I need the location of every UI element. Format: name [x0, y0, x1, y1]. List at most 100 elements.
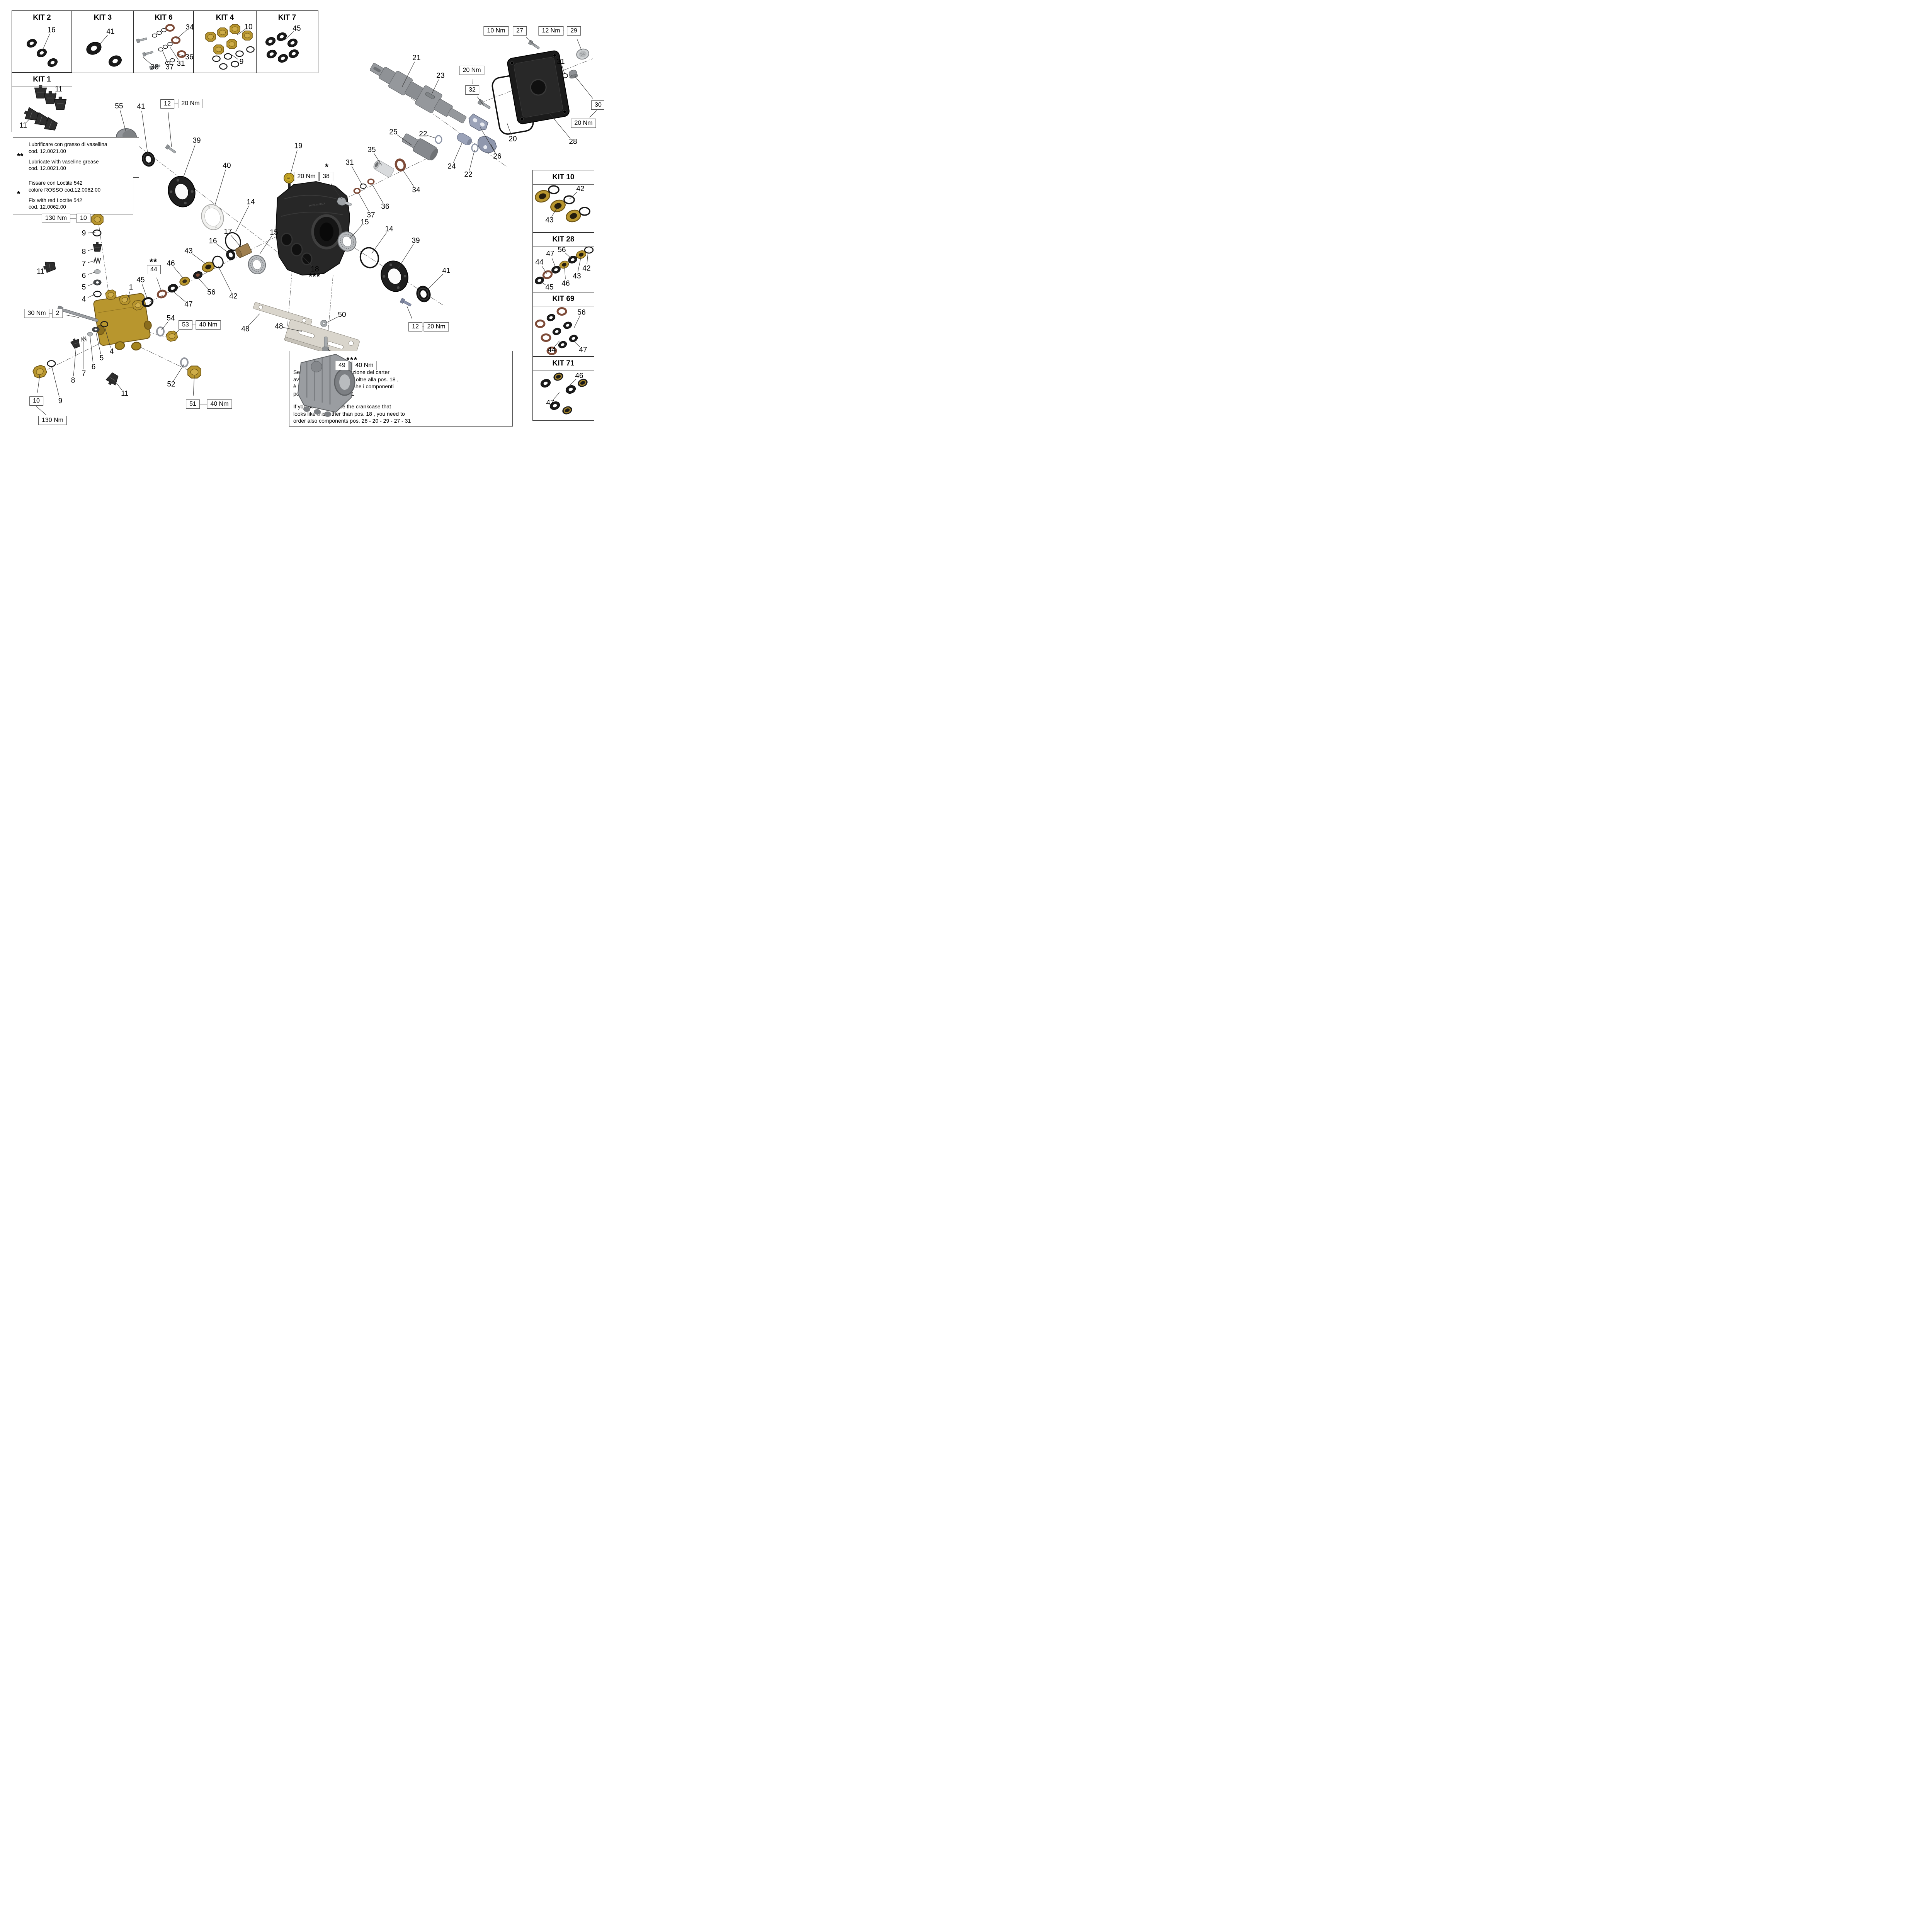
- seal-41-left: [139, 150, 157, 169]
- torque-label: 40 Nm: [196, 320, 221, 330]
- kit-title: KIT 6: [134, 11, 194, 25]
- note-line: Fissare con Loctite 542: [29, 180, 83, 186]
- part-number-label: 56: [207, 288, 216, 297]
- part-number-label: 7: [82, 369, 86, 378]
- kit-box-kit-6: KIT 6: [133, 10, 194, 73]
- seal-56: [193, 271, 203, 279]
- part-number-label: 24: [447, 162, 456, 171]
- part-number-label: 28: [569, 138, 577, 146]
- ring-44: [157, 289, 167, 299]
- part-number-label: 46: [575, 372, 583, 380]
- part-number-label: 22: [464, 170, 473, 179]
- part-number-label: 47: [579, 346, 587, 354]
- part-number-label: 6: [91, 363, 96, 371]
- part-number-label: 9: [239, 58, 244, 66]
- part-number-label: 38: [150, 63, 159, 71]
- torque-label: 10 Nm: [483, 26, 509, 36]
- kit-title: KIT 4: [194, 11, 256, 25]
- part-number-label: 37: [165, 63, 174, 71]
- note-marker: *: [17, 190, 20, 199]
- disc-6-bottom: [87, 332, 93, 337]
- part-number-label: 44: [548, 346, 556, 354]
- ring-36: [367, 178, 375, 185]
- seat-5-bottom: [92, 327, 100, 332]
- part-number-label: 4: [82, 295, 86, 304]
- note-marker: *: [325, 161, 329, 172]
- kit-box-kit-1: KIT 1: [12, 72, 72, 132]
- kit-title: KIT 71: [533, 357, 594, 371]
- part-number-label: 45: [136, 276, 145, 284]
- kit-box-kit-10: KIT 10: [532, 170, 594, 233]
- part-number-label: 6: [82, 272, 86, 280]
- cover-28: [507, 50, 570, 124]
- bushing-17: [235, 243, 252, 258]
- part-number-label: 55: [115, 102, 123, 110]
- kit-box-kit-2: KIT 2: [12, 10, 72, 73]
- torque-label: 20 Nm: [459, 66, 485, 75]
- part-number-label: 18: [311, 265, 319, 274]
- valve-8-bottom: [70, 337, 82, 349]
- note-line: cod. 12.0021.00: [29, 165, 66, 172]
- note-line: cod. 12.0062.00: [29, 204, 66, 210]
- part-number-label: 10: [77, 214, 90, 223]
- circlip-22-left: [435, 135, 442, 144]
- crankshaft-21: [370, 63, 467, 124]
- note-line: Lubrificare con grasso di vasellina: [29, 141, 107, 147]
- note-line: Lubricate with vaseline grease: [29, 158, 99, 165]
- part-number-label: 27: [513, 26, 527, 36]
- oring-4-top: [93, 291, 102, 297]
- kit-title: KIT 28: [533, 233, 594, 247]
- ring-31-center: [360, 184, 367, 189]
- part-number-label: 4: [109, 347, 114, 356]
- part-number-label: 53: [179, 320, 192, 330]
- part-number-label: 45: [293, 24, 301, 33]
- part-number-label: 51: [186, 399, 200, 409]
- kit-box-kit-28: KIT 28: [532, 232, 594, 292]
- plug-38: [337, 197, 352, 206]
- crankcase-18: MADE IN ITALY: [275, 181, 350, 276]
- clamp-26-lower: [477, 136, 497, 153]
- part-number-label: 17: [224, 228, 232, 236]
- part-number-label: 31: [177, 59, 185, 68]
- torque-label: 20 Nm: [294, 172, 319, 181]
- part-number-label: 48: [275, 322, 283, 331]
- part-number-label: 22: [419, 130, 427, 138]
- part-number-label: 48: [241, 325, 250, 333]
- washer-54: [156, 326, 165, 337]
- flange-39-right: [377, 257, 412, 296]
- part-number-label: 25: [389, 128, 398, 136]
- part-number-label: 21: [412, 54, 421, 62]
- pin-24: [457, 133, 472, 145]
- kit-title: KIT 3: [72, 11, 134, 25]
- part-number-label: 43: [184, 247, 193, 255]
- ring-45: [141, 297, 154, 307]
- part-number-label: 31: [345, 158, 354, 167]
- note-vaseline: ** Lubrificare con grasso di vasellina c…: [13, 137, 139, 178]
- sleeve-35: [373, 160, 394, 177]
- kit71-parts: [539, 372, 588, 415]
- part-number-label: 14: [385, 225, 393, 233]
- circlip-22-right: [471, 143, 479, 153]
- piston-guide-25: [402, 133, 438, 161]
- part-number-label: 9: [82, 229, 86, 238]
- diagram-drawing: OIL MADE IN ITALY: [22, 0, 597, 415]
- part-number-label: 36: [185, 53, 194, 61]
- part-number-label: 44: [147, 265, 161, 274]
- part-number-label: 42: [576, 185, 585, 193]
- plug-10-top: [91, 214, 104, 225]
- torque-label: 130 Nm: [41, 214, 71, 223]
- washer-34: [395, 158, 406, 172]
- part-number-label: 54: [167, 314, 175, 323]
- part-number-label: 39: [192, 136, 201, 145]
- exploded-parts-diagram: OIL MADE IN ITALY: [0, 0, 604, 427]
- part-number-label: 46: [167, 259, 175, 268]
- washer-52: [180, 357, 189, 367]
- oring-14-right: [359, 247, 379, 269]
- part-number-label: 42: [229, 292, 238, 301]
- note-marker: ***: [309, 271, 320, 282]
- part-number-label: 56: [577, 308, 586, 317]
- part-number-label: 20: [509, 135, 517, 143]
- torque-label: 40 Nm: [207, 399, 232, 409]
- kit-title: KIT 69: [533, 292, 594, 306]
- seal-16: [226, 250, 235, 260]
